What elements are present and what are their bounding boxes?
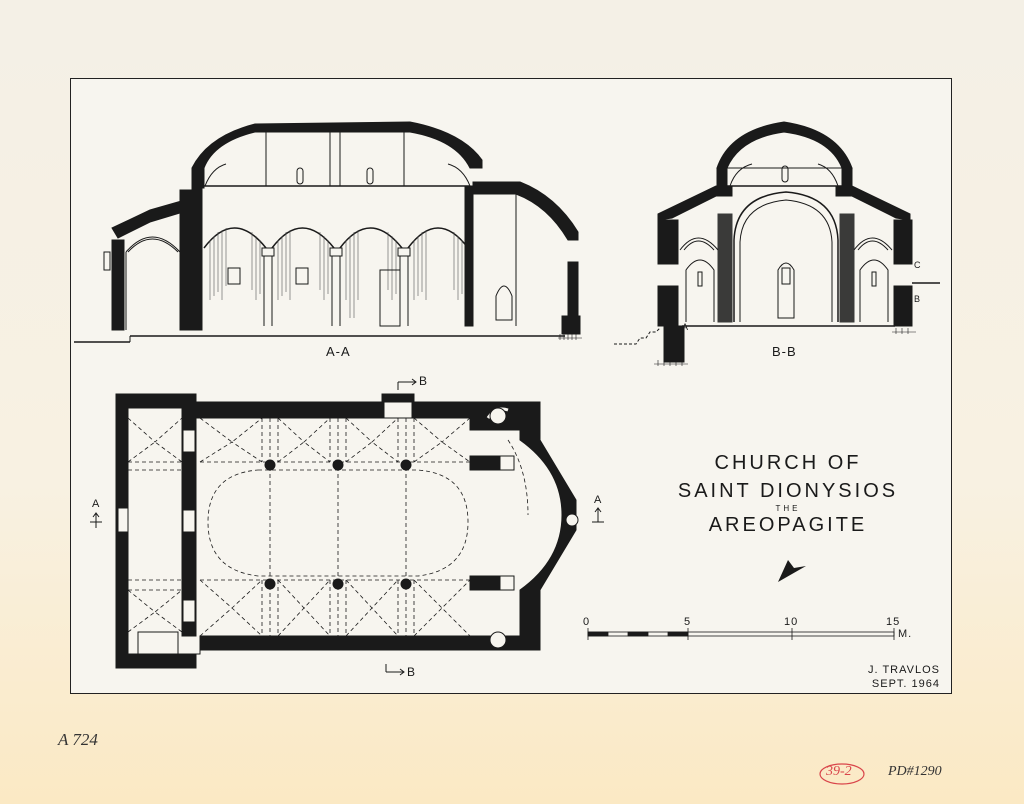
credit-date: SEPT. 1964 (871, 678, 940, 690)
scale-tick-10: 10 (784, 616, 799, 628)
marker-a-left: A (92, 498, 101, 510)
section-aa-drawing (74, 121, 582, 343)
marker-b-top: B (419, 374, 429, 388)
section-bb-label: B-B (772, 344, 797, 359)
scale-bar (587, 628, 895, 640)
scale-tick-5: 5 (684, 616, 692, 628)
credit-author: J. TRAVLOS (868, 664, 940, 676)
marker-a-bb: A (682, 322, 690, 332)
section-aa-label: A-A (326, 344, 351, 359)
title-line-2: SAINT DIONYSIOS (677, 480, 899, 502)
title-line-4: AREOPAGITE (708, 514, 868, 536)
floor-plan (90, 378, 604, 676)
scale-unit: M. (898, 628, 913, 640)
section-bb-drawing (614, 121, 940, 366)
scale-tick-15: 15 (886, 616, 901, 628)
marker-b-bb: B (914, 294, 922, 304)
pd-number: PD#1290 (888, 764, 942, 779)
title-line-1: CHURCH OF (714, 452, 862, 474)
nave-arcade (203, 227, 469, 327)
marker-b-bottom: B (407, 665, 417, 679)
marker-a-right: A (594, 494, 603, 506)
north-arrow (778, 560, 806, 582)
catalog-number: A 724 (58, 730, 98, 749)
title-line-3: THE (775, 504, 801, 513)
circled-reference: 39-2 (826, 764, 852, 779)
marker-c-bb: C (914, 260, 922, 270)
scale-tick-0: 0 (583, 616, 591, 628)
circled-stamp (819, 763, 865, 785)
